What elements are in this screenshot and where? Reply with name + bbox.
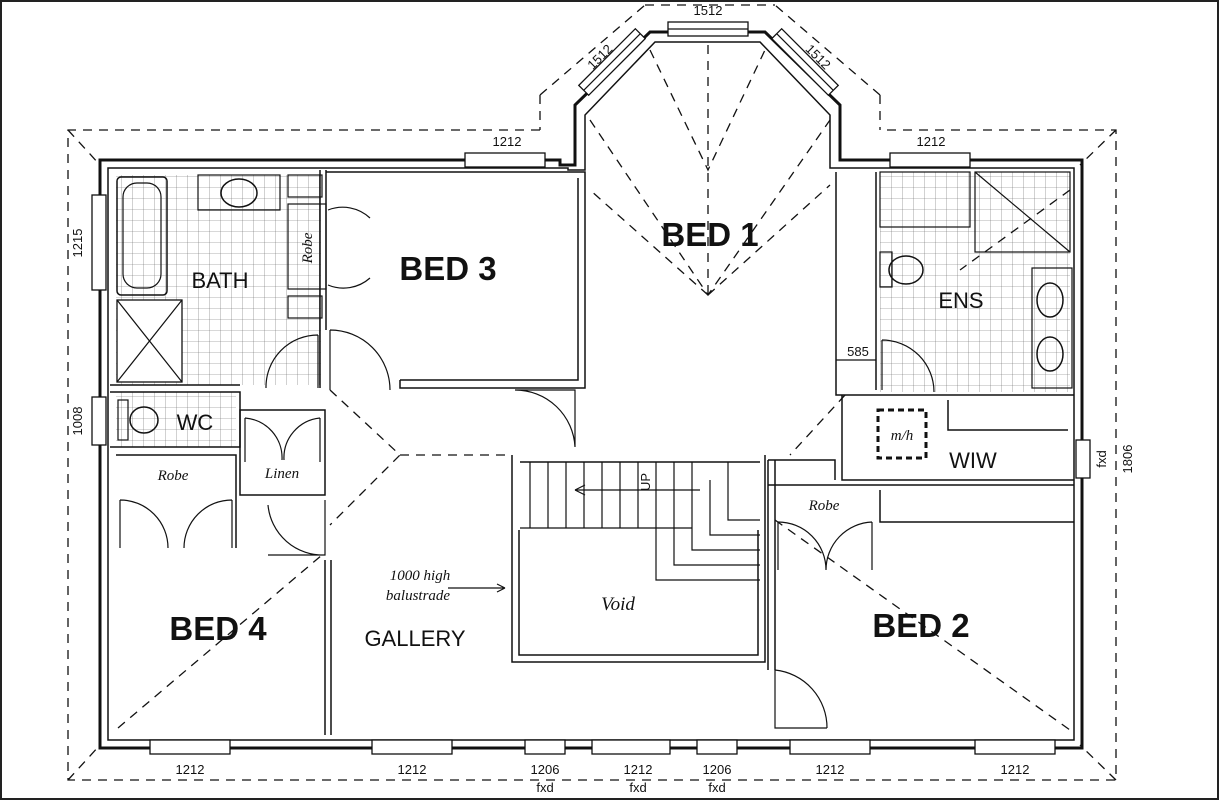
void-label: Void [601, 594, 635, 615]
bed2-label: BED 2 [872, 607, 969, 644]
bottom-window-3-fxd: fxd [536, 780, 553, 795]
external-walls [98, 30, 1084, 750]
bath-label: BATH [191, 268, 248, 293]
bath-window-size: 1215 [70, 229, 85, 258]
bottom-window-2-size: 1212 [398, 762, 427, 777]
manhole-label: m/h [891, 428, 914, 444]
wc-label: WC [177, 410, 214, 435]
staircase [520, 461, 760, 581]
ens-window-size: 1212 [917, 134, 946, 149]
wiw-window-size: 1806 [1120, 445, 1135, 474]
bottom-window-4-size: 1212 [624, 762, 653, 777]
ens-dimension: 585 [847, 344, 869, 359]
bay-windows [577, 21, 840, 97]
robe-bed4-label: Robe [157, 468, 189, 484]
robe-bed3-label: Robe [300, 232, 316, 264]
bottom-window-1-size: 1212 [176, 762, 205, 777]
internal-walls [110, 170, 1074, 735]
bottom-window-4-fxd: fxd [629, 780, 646, 795]
wc-tiles [116, 392, 236, 447]
gallery-label: GALLERY [364, 626, 465, 651]
ens-label: ENS [938, 288, 983, 313]
bottom-window-6-size: 1212 [816, 762, 845, 777]
doors [119, 206, 935, 729]
bed3-window-size: 1212 [493, 134, 522, 149]
bottom-window-5-size: 1206 [703, 762, 732, 777]
hip-lines [117, 45, 1071, 731]
bottom-window-7-size: 1212 [1001, 762, 1030, 777]
bed4-label: BED 4 [169, 610, 267, 647]
robe-bed2-label: Robe [808, 498, 840, 514]
balustrade-arrow [448, 583, 506, 593]
bed3-label: BED 3 [399, 250, 496, 287]
bed1-label: BED 1 [661, 216, 758, 253]
ens-fixtures [876, 171, 1073, 460]
balustrade-note-line1: 1000 high [390, 568, 450, 584]
bottom-window-3-size: 1206 [531, 762, 560, 777]
linen-label: Linen [264, 466, 299, 482]
wall-windows [91, 152, 1091, 755]
wiw-window-fxd: fxd [1094, 450, 1109, 467]
bottom-window-5-fxd: fxd [708, 780, 725, 795]
stair-up-label: UP [638, 473, 653, 491]
balustrade-note-line2: balustrade [386, 588, 451, 604]
wiw-label: WIW [949, 448, 997, 473]
bay-center-size: 1512 [694, 3, 723, 18]
bath-fixtures [116, 174, 327, 441]
roof-outline [67, 4, 1117, 781]
wc-window-size: 1008 [70, 407, 85, 436]
